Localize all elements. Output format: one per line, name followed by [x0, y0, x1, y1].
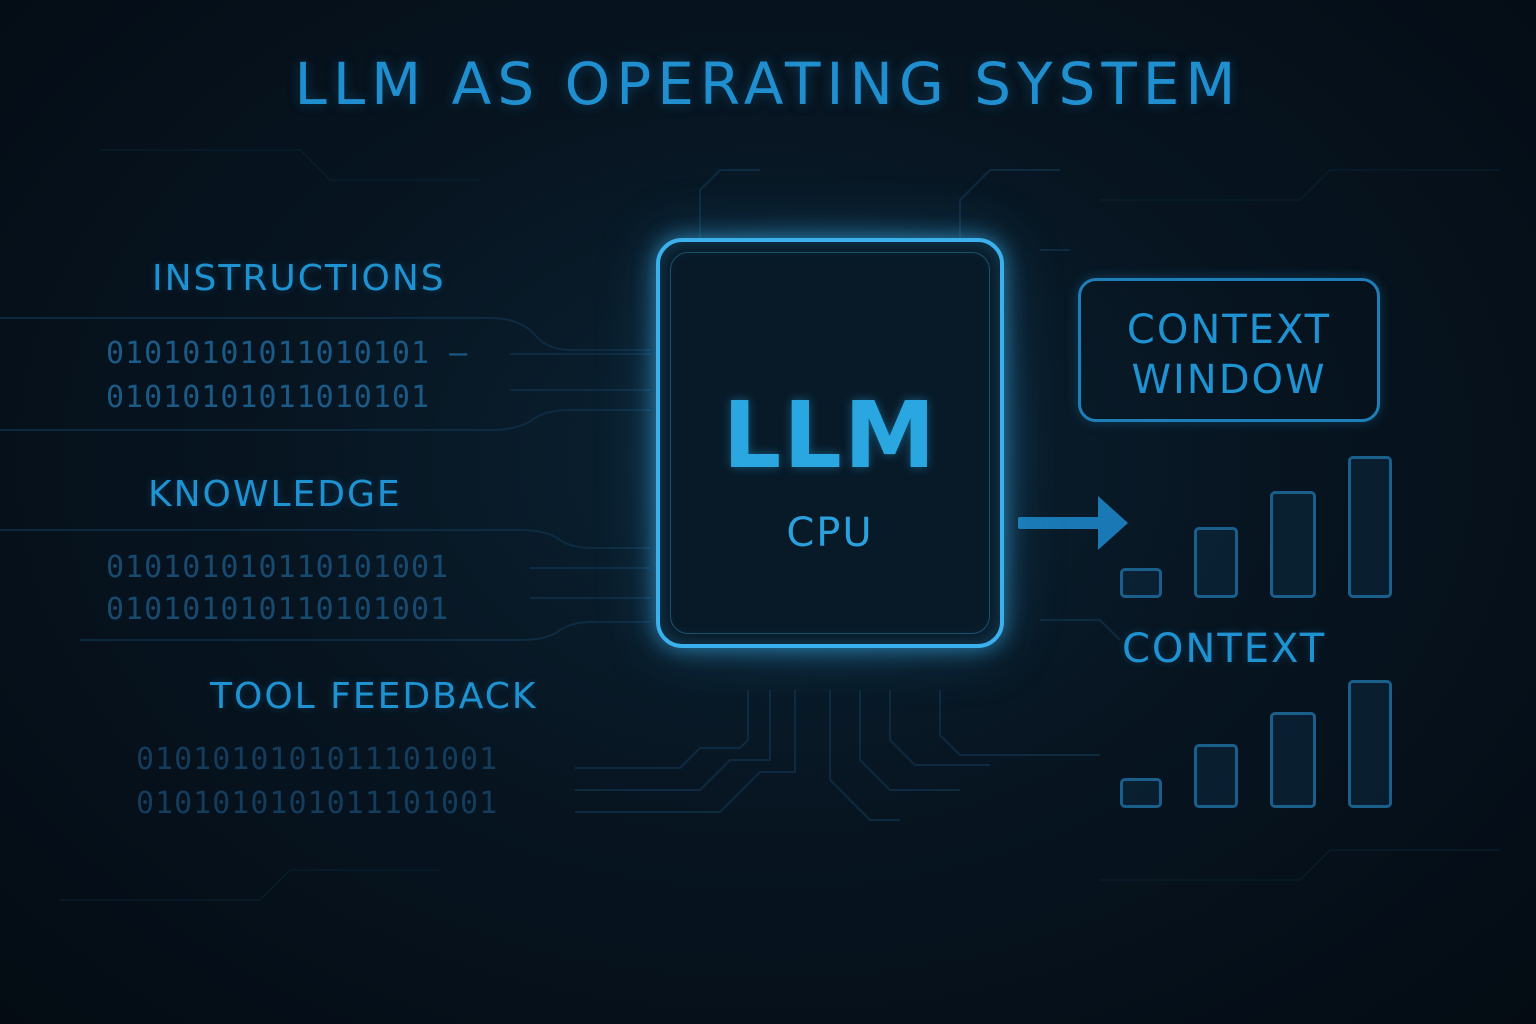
llm-cpu-chip: LLM CPU — [656, 238, 1004, 648]
context-bar-upper-2 — [1194, 527, 1238, 598]
context-window-label: CONTEXT WINDOW — [1126, 307, 1332, 403]
knowledge-label: KNOWLEDGE — [148, 474, 402, 515]
knowledge-binary-line-1: 010101010110101001 — [106, 550, 450, 585]
context-bar-lower-3 — [1270, 712, 1316, 808]
instructions-label: INSTRUCTIONS — [152, 258, 446, 299]
context-bar-upper-1 — [1120, 568, 1162, 598]
context-bar-upper-3 — [1270, 491, 1316, 598]
tool-feedback-label: TOOL FEEDBACK — [210, 676, 538, 717]
instructions-binary-line-2: 01010101011010101 — [106, 380, 431, 415]
context-bar-lower-2 — [1194, 744, 1238, 808]
tool-feedback-binary-line-1: 0101010101011101001 — [136, 742, 499, 777]
tool-feedback-binary-line-2: 0101010101011101001 — [136, 786, 499, 821]
chip-title: LLM — [722, 382, 938, 489]
context-bar-lower-1 — [1120, 778, 1162, 808]
context-window-box: CONTEXT WINDOW — [1078, 278, 1380, 422]
knowledge-binary-line-2: 010101010110101001 — [106, 592, 450, 627]
context-bar-lower-4 — [1348, 680, 1392, 808]
chip-inner-border — [670, 252, 990, 634]
instructions-binary-line-1: 01010101011010101 – — [106, 336, 469, 371]
page-title: LLM AS OPERATING SYSTEM — [294, 50, 1242, 118]
context-label: CONTEXT — [1122, 626, 1327, 672]
chip-subtitle: CPU — [786, 510, 874, 556]
context-bar-upper-4 — [1348, 456, 1392, 598]
